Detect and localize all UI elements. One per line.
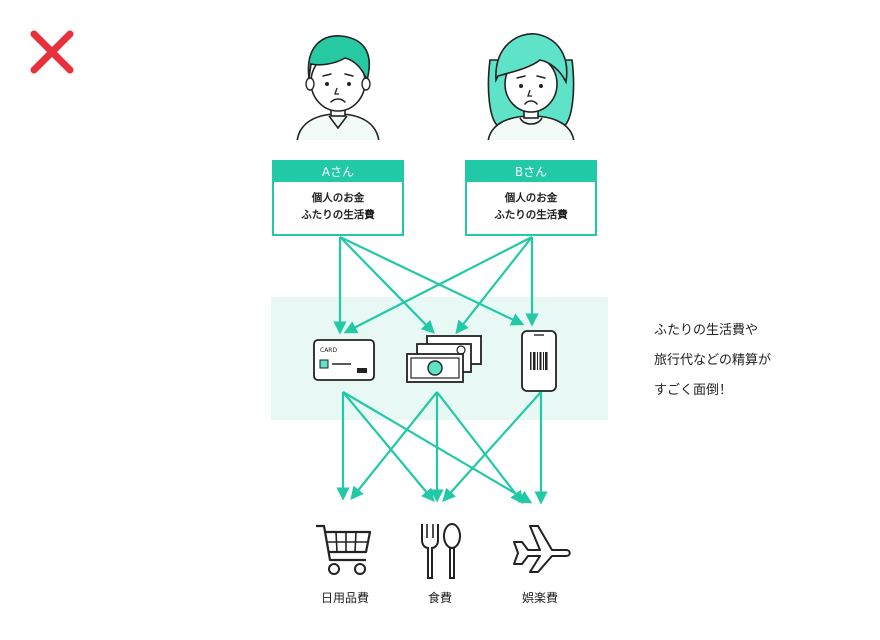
person-a-avatar <box>296 35 380 140</box>
category-leisure: 娯楽費 <box>521 591 558 605</box>
fork-spoon-icon <box>421 523 461 579</box>
person-b-name: Bさん <box>467 162 595 182</box>
shopping-cart-icon <box>316 524 372 575</box>
card-text: CARD <box>320 347 337 354</box>
person-b-card: Bさん 個人のお金 ふたりの生活費 <box>465 160 597 236</box>
arrow-card-to-food <box>342 391 435 503</box>
smartphone-barcode-icon <box>521 330 557 392</box>
person-a-name: Aさん <box>274 162 402 182</box>
side-note: ふたりの生活費や 旅行代などの精算が すごく面倒！ <box>654 316 771 406</box>
cross-icon <box>30 30 74 74</box>
airplane-icon <box>513 525 571 573</box>
arrow-cash-to-daily <box>350 391 438 501</box>
arrow-b-to-card <box>343 236 533 334</box>
category-daily-goods: 日用品費 <box>320 591 369 605</box>
note-line-3: すごく面倒！ <box>654 383 733 398</box>
person-a-line-1: 個人のお金 <box>311 192 365 204</box>
person-a-line-2: ふたりの生活費 <box>301 209 375 221</box>
arrow-phone-to-food <box>442 391 542 502</box>
person-a-card: Aさん 個人のお金 ふたりの生活費 <box>272 160 404 236</box>
arrow-a-to-phone <box>339 236 525 326</box>
arrow-a-to-cash <box>339 236 435 334</box>
category-food: 食費 <box>427 591 452 605</box>
arrow-b-to-cash <box>455 236 533 335</box>
arrow-cash-to-leisure <box>436 391 524 505</box>
person-b-avatar <box>487 33 575 140</box>
cash-bills-icon <box>406 335 482 383</box>
person-b-line-1: 個人のお金 <box>504 192 558 204</box>
note-line-2: 旅行代などの精算が <box>654 353 772 368</box>
credit-card-icon: CARD <box>313 339 375 381</box>
person-b-line-2: ふたりの生活費 <box>494 209 568 221</box>
note-line-1: ふたりの生活費や <box>654 323 759 338</box>
